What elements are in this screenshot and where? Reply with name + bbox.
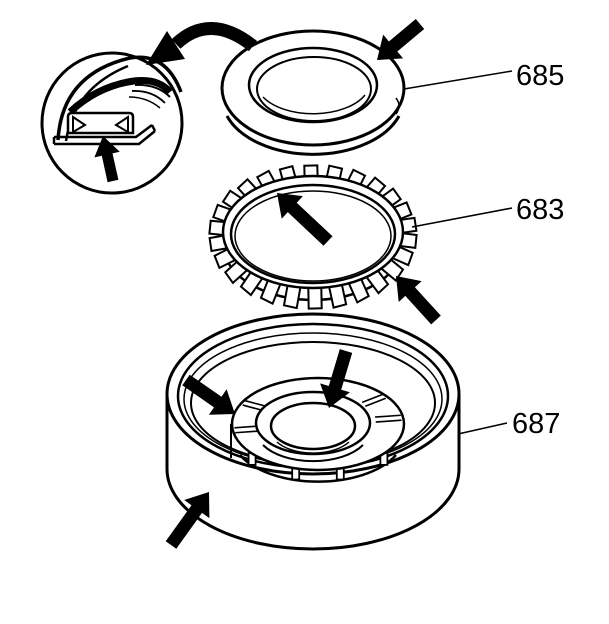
leader-line-683 — [411, 207, 513, 228]
section-arc-3 — [128, 96, 161, 109]
pointer-arrows — [94, 19, 441, 549]
section-arc-2 — [131, 90, 166, 104]
arrow-icon-drum-hub — [182, 374, 235, 415]
hub-bore — [269, 401, 357, 451]
hub-rib — [375, 414, 402, 423]
hub-skirt-edge — [239, 454, 397, 483]
ring-inner-edge-2 — [234, 190, 392, 282]
seal-bore-depth-line — [262, 94, 366, 115]
detail-circle — [40, 51, 184, 195]
seal-cross-section-inset — [40, 51, 184, 195]
hub-collar-front-edge — [262, 444, 364, 463]
seal-lower-rim — [225, 115, 401, 156]
section-shell-band — [67, 77, 173, 115]
seal-outer-edge — [220, 29, 406, 147]
arrow-icon-tone-ring-outer — [396, 276, 441, 325]
curved-arrow-icon — [146, 22, 258, 65]
hub-bore-depth-line — [276, 441, 350, 454]
section-lip-left — [72, 115, 87, 134]
leader-lines — [403, 70, 513, 435]
arrow-icon-seal-685 — [377, 19, 425, 60]
ring-inner-edge — [229, 183, 397, 285]
part-683-tone-ring — [208, 164, 418, 310]
drum-wall-bottom — [165, 468, 461, 551]
arrow-icon-drum-bore — [320, 349, 353, 408]
curved-arrow-band — [171, 22, 258, 52]
section-dome-outer — [56, 55, 183, 141]
arrow-icon-tone-ring-inner — [277, 193, 333, 246]
hub-rib — [361, 393, 387, 408]
drum-wall-sides — [165, 394, 461, 469]
callout-685-label: 685 — [516, 60, 564, 92]
section-lip-right — [114, 115, 129, 134]
callout-683-label: 683 — [516, 194, 564, 226]
section-arc-1 — [134, 83, 171, 98]
hub-rib-tabs — [247, 451, 389, 481]
part-687-drum-housing — [165, 312, 461, 551]
ring-tooth — [307, 286, 323, 310]
seal-inner-chamfer — [247, 46, 379, 124]
callout-687-label: 687 — [512, 408, 560, 440]
section-channel — [66, 111, 135, 135]
seal-rim-lip — [395, 97, 400, 115]
arrow-icon-section-detail — [94, 136, 120, 183]
curved-arrow-head — [146, 31, 185, 65]
part-685-seal-ring — [220, 29, 406, 156]
section-flange — [52, 124, 157, 146]
seal-bore-edge — [256, 56, 372, 122]
leader-line-685 — [403, 70, 513, 90]
leader-line-687 — [457, 422, 508, 435]
arrow-icon-drum-wall — [165, 492, 210, 549]
